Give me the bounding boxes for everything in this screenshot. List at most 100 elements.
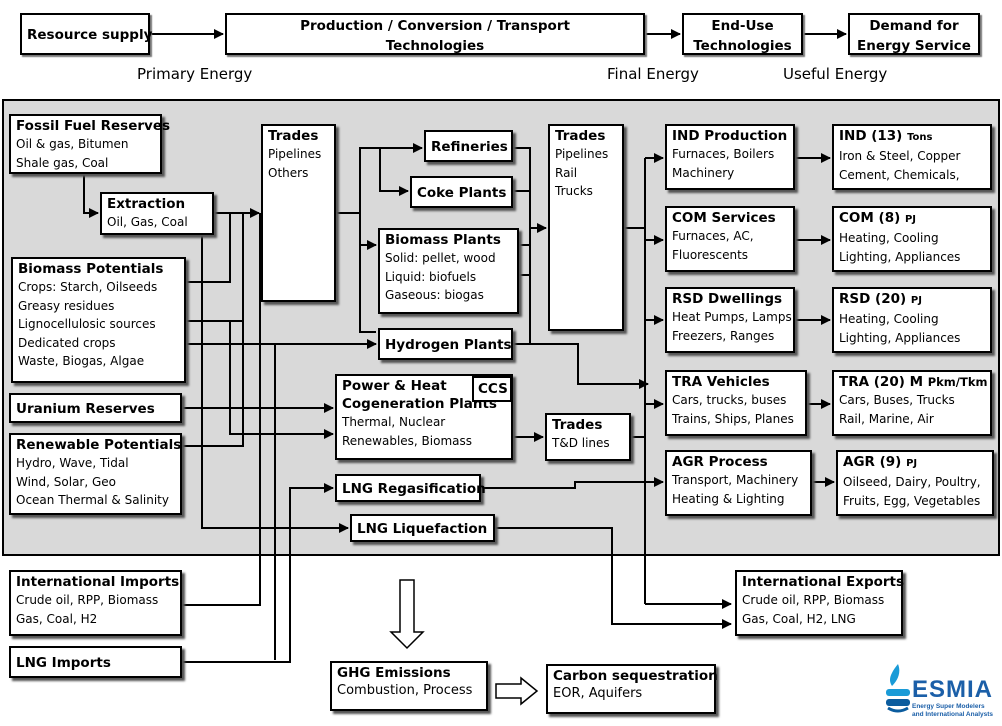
power-line: Thermal, Nuclear xyxy=(342,415,446,429)
enduse-title: COM Services xyxy=(672,210,776,226)
enduse-line2: Technologies xyxy=(693,38,792,54)
demand-line: Lighting, Appliances xyxy=(839,249,961,264)
renewable-title: Renewable Potentials xyxy=(16,437,182,453)
trades1-line: Pipelines xyxy=(268,147,322,161)
useful-energy-label: Useful Energy xyxy=(783,65,888,83)
uranium-reserves-box: Uranium Reserves xyxy=(9,393,182,423)
demand-title: AGR (9) PJ xyxy=(843,453,987,473)
biomass-plants-line: Liquid: biofuels xyxy=(385,269,477,284)
demand-line: Iron & Steel, Copper xyxy=(839,149,961,163)
enduse-title: TRA Vehicles xyxy=(672,374,770,390)
enduse-agr-box: AGR Process Transport, Machinery Heating… xyxy=(665,450,812,516)
uranium-title: Uranium Reserves xyxy=(16,401,155,417)
trades-td-lines-box: Trades T&D lines xyxy=(545,413,631,461)
international-imports-box: International Imports Crude oil, RPP, Bi… xyxy=(9,570,182,636)
carbon-title: Carbon sequestration xyxy=(553,668,718,684)
trades2-line: Rail xyxy=(555,165,578,180)
fossil-fuel-reserves-box: Fossil Fuel Reserves Oil & gas, Bitumen … xyxy=(9,114,171,174)
trades-rail-box: Trades Pipelines Rail Trucks xyxy=(548,124,624,331)
exports-title: International Exports xyxy=(742,574,905,590)
trades2-title: Trades xyxy=(555,128,606,144)
demand-line2: Energy Service xyxy=(857,38,971,54)
extraction-title: Extraction xyxy=(107,196,186,212)
demand-ind-box: IND (13) Tons Iron & Steel, Copper Cemen… xyxy=(832,124,992,190)
esmia-logo-mark-icon xyxy=(886,664,910,713)
demand-title-text: TRA (20) M xyxy=(839,374,924,390)
biomass-potentials-title: Biomass Potentials xyxy=(18,261,164,277)
demand-unit: PJ xyxy=(910,295,922,306)
demand-title-text: IND (13) xyxy=(839,128,903,144)
biomass-plants-line: Gaseous: biogas xyxy=(385,288,484,302)
trades2-line: Pipelines xyxy=(555,147,609,161)
esmia-tagline-2: and International Analysts xyxy=(912,711,994,718)
demand-title: RSD (20) PJ xyxy=(839,290,985,310)
demand-title-text: COM (8) xyxy=(839,210,901,226)
power-title-line1: Power & Heat xyxy=(342,378,447,394)
demand-line: Rail, Marine, Air xyxy=(839,411,934,426)
imports-line: Crude oil, RPP, Biomass xyxy=(16,593,159,607)
biomass-potentials-line: Crops: Starch, Oilseeds xyxy=(18,280,158,294)
final-energy-label: Final Energy xyxy=(607,65,699,83)
demand-energy-service-box: Demand for Energy Service xyxy=(848,13,980,55)
enduse-line: Transport, Machinery xyxy=(672,473,799,487)
biomass-potentials-line: Waste, Biogas, Algae xyxy=(18,354,145,368)
enduse-title: RSD Dwellings xyxy=(672,291,783,307)
biomass-potentials-line: Dedicated crops xyxy=(18,335,116,350)
coke-title: Coke Plants xyxy=(417,185,507,201)
fossil-line: Oil & gas, Bitumen xyxy=(16,137,129,151)
fossil-line: Shale gas, Coal xyxy=(16,155,109,170)
demand-title: IND (13) Tons xyxy=(839,127,985,147)
lng-imports-title: LNG Imports xyxy=(16,655,111,671)
demand-unit: PJ xyxy=(906,458,918,469)
demand-line: Cement, Chemicals, xyxy=(839,167,960,182)
enduse-rsd-box: RSD Dwellings Heat Pumps, Lamps Freezers… xyxy=(665,287,795,353)
renewable-line: Wind, Solar, Geo xyxy=(16,474,117,489)
fossil-title: Fossil Fuel Reserves xyxy=(16,118,171,134)
lng-liquefaction-box: LNG Liquefaction xyxy=(350,514,495,542)
enduse-com-box: COM Services Furnaces, AC, Fluorescents xyxy=(665,206,795,272)
enduse-title: IND Production xyxy=(672,128,788,144)
enduse-line: Heat Pumps, Lamps xyxy=(672,310,792,324)
power-heat-cogeneration-box: Power & Heat Cogeneration Plants Thermal… xyxy=(335,374,513,460)
enduse-line: Cars, trucks, buses xyxy=(672,393,787,407)
enduse-line: Heating & Lighting xyxy=(672,491,785,506)
biomass-potentials-line: Greasy residues xyxy=(18,298,115,313)
resource-supply-box: Resource supply xyxy=(20,13,152,55)
refineries-box: Refineries xyxy=(424,130,513,162)
demand-line: Fruits, Egg, Vegetables xyxy=(843,493,981,508)
hydrogen-plants-box: Hydrogen Plants xyxy=(378,328,513,360)
demand-line: Heating, Cooling xyxy=(839,312,939,326)
imports-line: Gas, Coal, H2 xyxy=(16,611,98,626)
biomass-plants-line: Solid: pellet, wood xyxy=(385,251,496,265)
ghg-title: GHG Emissions xyxy=(337,665,451,681)
enduse-technologies-box: End-Use Technologies xyxy=(682,13,803,55)
demand-line: Oilseed, Dairy, Poultry, xyxy=(843,475,981,489)
extraction-box: Extraction Oil, Gas, Coal xyxy=(100,192,214,235)
refineries-title: Refineries xyxy=(431,139,508,155)
lng-regas-title: LNG Regasification xyxy=(342,481,486,497)
enduse-ind-box: IND Production Furnaces, Boilers Machine… xyxy=(665,124,795,190)
demand-unit: PJ xyxy=(904,214,917,225)
demand-title-text: AGR (9) xyxy=(843,454,902,470)
esmia-logo: ESMIA Energy Super Modelers and Internat… xyxy=(884,660,998,720)
demand-title: TRA (20) M Pkm/Tkm xyxy=(839,373,987,391)
carbon-line: EOR, Aquifers xyxy=(553,686,643,701)
demand-line: Cars, Buses, Trucks xyxy=(839,393,955,407)
renewable-line: Hydro, Wave, Tidal xyxy=(16,456,129,470)
enduse-line: Freezers, Ranges xyxy=(672,328,775,343)
power-line: Renewables, Biomass xyxy=(342,433,473,448)
power-title-line2: Cogeneration Plants xyxy=(342,396,497,412)
demand-line1: Demand for xyxy=(869,18,959,34)
demand-agr-box: AGR (9) PJ Oilseed, Dairy, Poultry, Frui… xyxy=(836,450,994,516)
lng-imports-box: LNG Imports xyxy=(9,646,182,678)
exports-line: Gas, Coal, H2, LNG xyxy=(742,611,856,626)
enduse-line: Trains, Ships, Planes xyxy=(672,411,794,426)
enduse-line: Fluorescents xyxy=(672,247,749,262)
demand-com-box: COM (8) PJ Heating, Cooling Lighting, Ap… xyxy=(832,206,992,272)
ghg-line: Combustion, Process xyxy=(337,683,473,698)
enduse-tra-box: TRA Vehicles Cars, trucks, buses Trains,… xyxy=(665,370,807,436)
esmia-tagline-1: Energy Super Modelers xyxy=(912,703,985,710)
enduse-line: Furnaces, AC, xyxy=(672,229,754,243)
ghg-emissions-box: GHG Emissions Combustion, Process xyxy=(330,661,488,711)
trades-pipelines-box: Trades Pipelines Others xyxy=(261,124,336,302)
